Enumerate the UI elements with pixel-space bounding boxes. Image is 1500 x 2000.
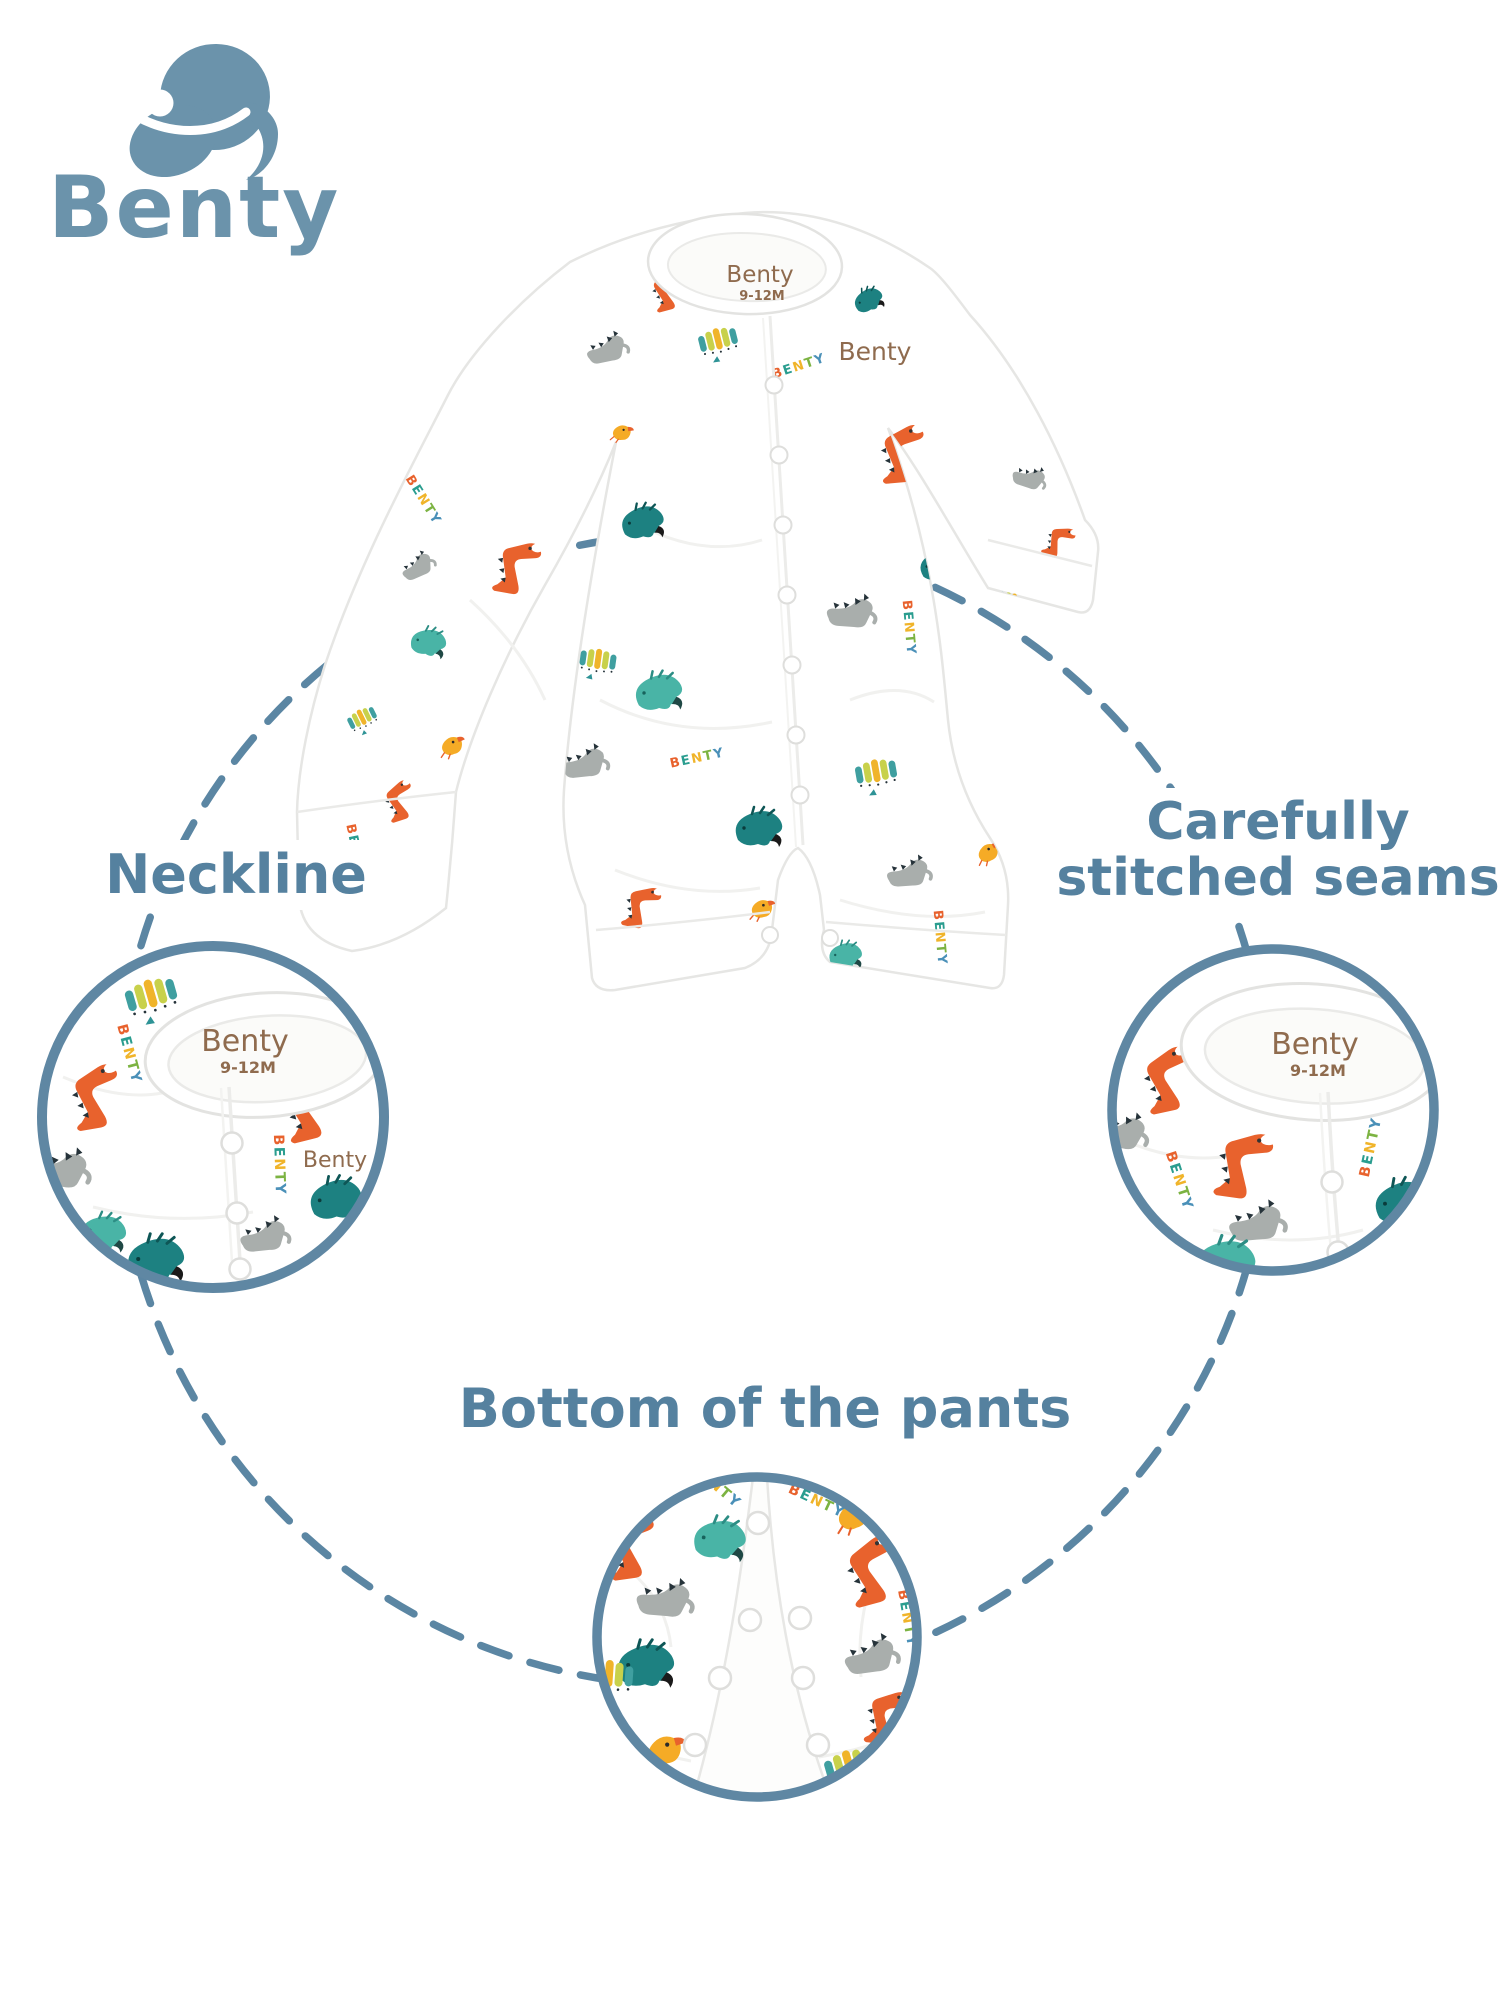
cuff-hems — [296, 538, 1093, 937]
snap-placket — [761, 315, 839, 947]
neckline-callout-label: Neckline — [86, 840, 386, 911]
pants-detail-circle — [592, 1472, 922, 1802]
romper-silhouette — [295, 210, 1100, 992]
seams-detail-ring — [1107, 944, 1439, 1276]
pants-callout-label: Bottom of the pants — [448, 1374, 1082, 1445]
neckline-detail-circle: Benty 9-12M Benty — [37, 941, 389, 1293]
chest-brand-print: Benty — [839, 337, 912, 366]
pants-label-text: Bottom of the pants — [458, 1377, 1072, 1440]
detail-collar-size-label: 9-12M — [220, 1058, 276, 1077]
benty-logo-wordmark: Benty — [48, 158, 341, 258]
detail-chest-brand-print: Benty — [303, 1148, 367, 1173]
detail-collar-size-label: 9-12M — [1290, 1061, 1346, 1080]
fabric-folds — [468, 518, 986, 918]
seams-label-line1: Carefully — [1146, 792, 1410, 852]
collar-brand-label: Benty — [726, 262, 793, 288]
collar-size-label: 9-12M — [739, 289, 784, 304]
detail-collar-brand-label: Benty — [201, 1024, 289, 1059]
seams-callout-label: Carefully stitched seams — [1036, 788, 1500, 913]
pants-detail-ring — [592, 1472, 922, 1802]
neckline-detail-ring — [37, 941, 389, 1293]
leg-snaps — [682, 1510, 831, 1758]
seams-label-line2: stitched seams — [1056, 848, 1500, 909]
neckline-label-text: Neckline — [105, 843, 367, 906]
seams-detail-circle: Benty 9-12M — [1107, 944, 1439, 1276]
romper-product-photo: Benty 9-12M Benty — [295, 210, 1100, 992]
benty-logo-icon — [129, 43, 278, 180]
detail-collar-brand-label: Benty — [1271, 1027, 1359, 1062]
collar — [646, 212, 844, 316]
